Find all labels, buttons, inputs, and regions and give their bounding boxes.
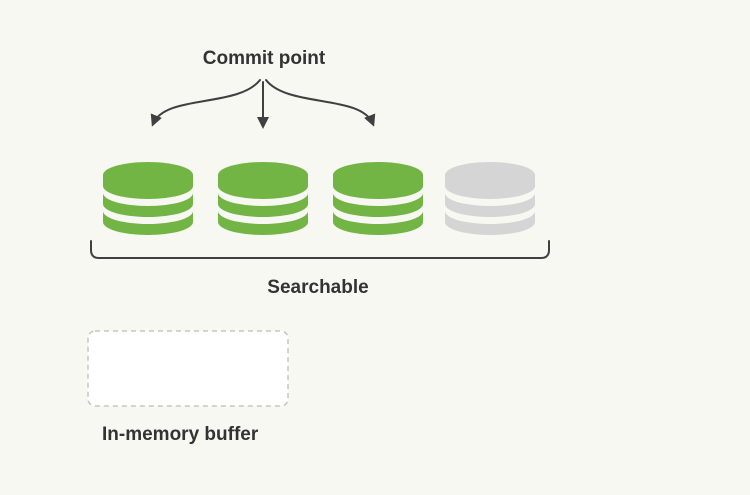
arrow-left-icon — [150, 79, 261, 127]
in-memory-buffer-label: In-memory buffer — [102, 424, 259, 445]
searchable-bracket — [90, 240, 550, 259]
arrow-right-icon — [265, 79, 376, 127]
commit-point-label: Commit point — [203, 48, 326, 69]
commit-arrows — [150, 79, 376, 129]
in-memory-buffer-box — [87, 330, 289, 407]
searchable-label: Searchable — [267, 277, 368, 298]
